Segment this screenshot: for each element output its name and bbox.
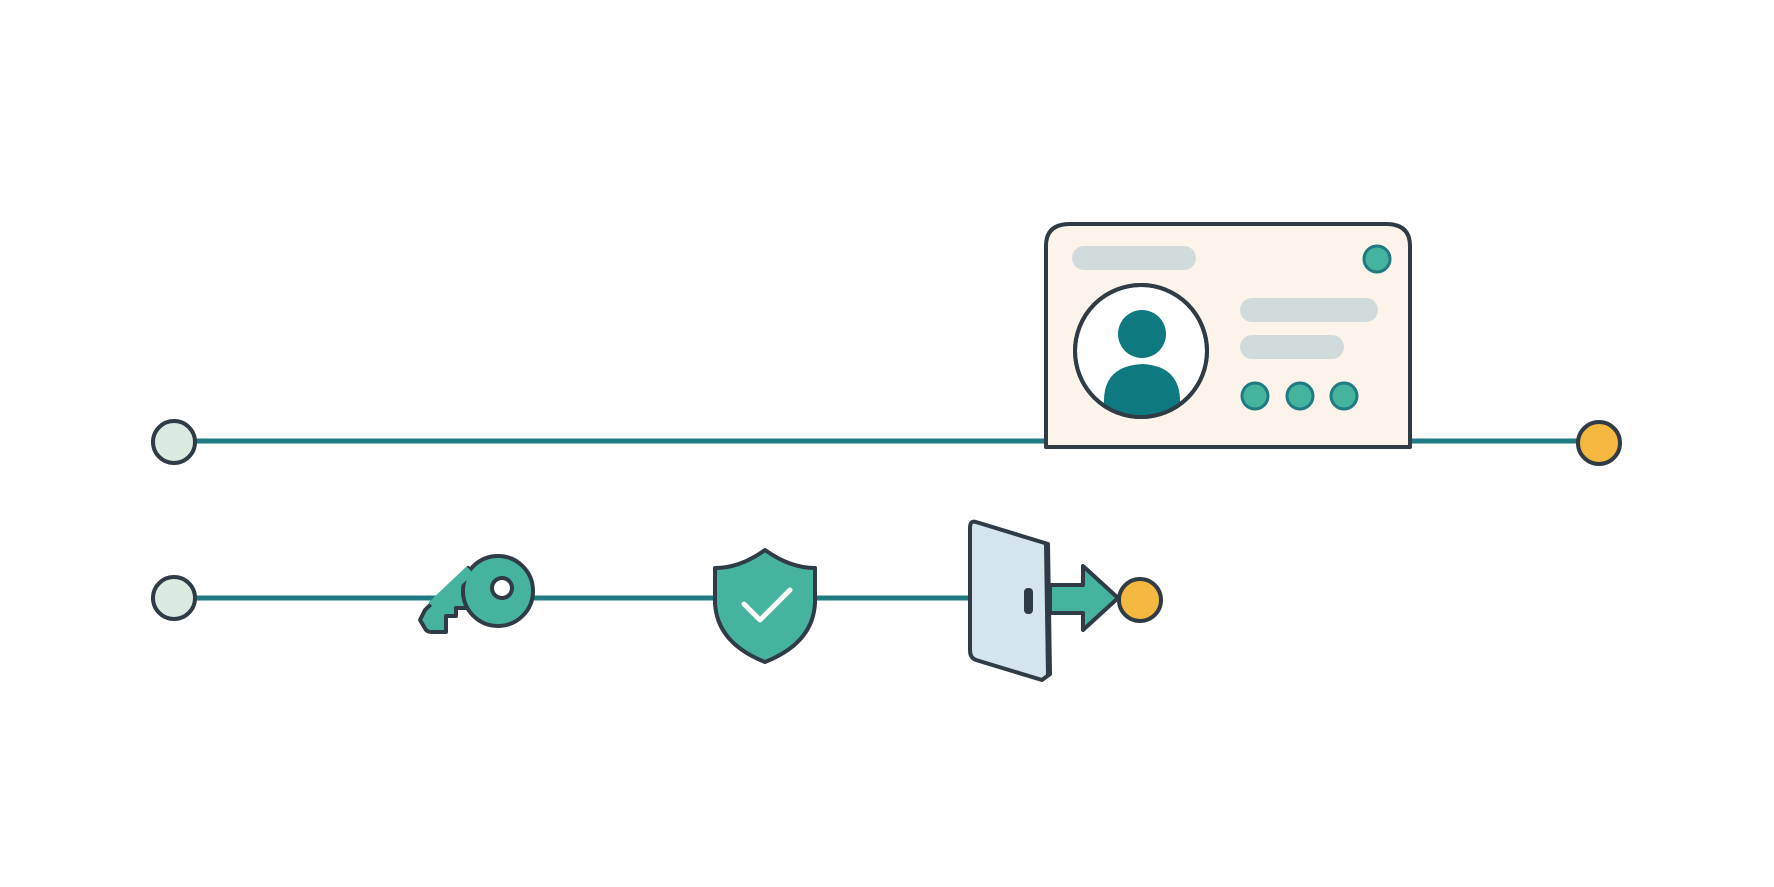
profile-card-title-placeholder <box>1072 246 1196 270</box>
profile-card-dot-1 <box>1240 381 1270 411</box>
door-exit-icon <box>968 519 1120 682</box>
profile-card-status-dot <box>1362 244 1392 274</box>
shield-check-icon <box>713 548 817 664</box>
profile-card-dot-2 <box>1285 381 1315 411</box>
track-top <box>151 222 1622 466</box>
key-icon <box>418 554 535 634</box>
check-mark-icon <box>741 587 793 623</box>
user-avatar-icon <box>1073 283 1209 419</box>
profile-card-detail-placeholder <box>1240 335 1344 359</box>
door-edge <box>1044 544 1050 677</box>
exit-arrow-icon <box>1048 564 1120 632</box>
door-handle-icon <box>1024 588 1033 614</box>
track-bottom-end-node <box>1117 577 1163 623</box>
profile-card-dot-3 <box>1329 381 1359 411</box>
track-top-end-node <box>1576 420 1622 466</box>
profile-card-name-placeholder <box>1240 298 1378 322</box>
track-bottom-start-node <box>151 575 197 621</box>
door-panel <box>968 519 1052 682</box>
track-bottom <box>151 519 1163 682</box>
profile-card <box>1044 222 1412 449</box>
track-top-start-node <box>151 419 197 465</box>
